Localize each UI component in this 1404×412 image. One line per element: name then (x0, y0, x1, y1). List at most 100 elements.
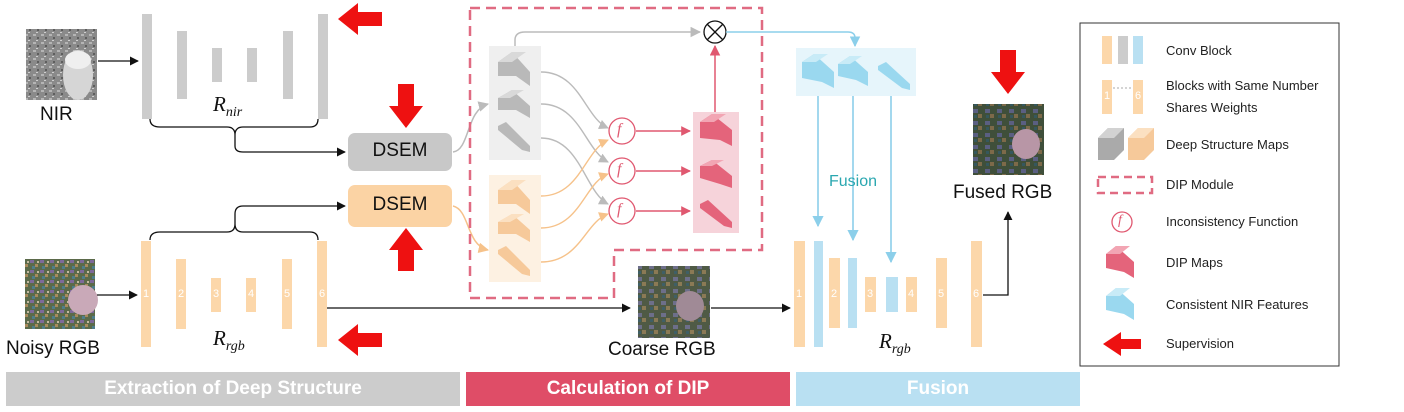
nir-block-4 (247, 48, 257, 82)
fused-rgb-label: Fused RGB (953, 182, 1053, 203)
fusion-block-2 (829, 258, 840, 328)
nir-encoder (142, 14, 328, 119)
nir-to-dsem-arrow (234, 135, 346, 157)
legend-f-icon (1111, 211, 1133, 233)
rgb-block-4 (246, 278, 256, 312)
legend-shared-weights-2: Shares Weights (1166, 100, 1258, 115)
legend-dip-module: DIP Module (1166, 177, 1234, 192)
fusion-arrows (812, 96, 897, 264)
fusion-block-5 (936, 258, 947, 328)
legend-dip-maps-icon (1106, 246, 1134, 278)
legend-dip-maps: DIP Maps (1166, 255, 1223, 270)
fusion-nir-block-2 (848, 258, 857, 328)
orange-deep-maps (498, 180, 530, 276)
supervision-arrow-nir (338, 3, 382, 35)
multiply-to-nir-features-arrow (726, 31, 861, 48)
nir-brace (149, 118, 319, 136)
rgb-encoder (141, 241, 327, 347)
multiply-operator (703, 20, 727, 44)
dip-maps (700, 114, 732, 228)
f-symbol-3: f (617, 201, 622, 218)
legend-shared-weights-1: Blocks with Same Number (1166, 78, 1319, 93)
rgb-brace (149, 223, 319, 241)
fusion-block-num-5: 5 (938, 288, 945, 300)
dsem-bottom-box (348, 185, 452, 227)
legend-nir-features-icon (1106, 288, 1134, 320)
legend-f-symbol: f (1118, 213, 1122, 228)
rgb-block-6 (317, 241, 327, 347)
noisy-rgb-image (25, 259, 98, 329)
nir-block-6 (318, 14, 328, 119)
legend-shared-num-1: 1 (1104, 90, 1111, 102)
legend-conv-block-icon (1102, 36, 1143, 64)
noisy-rgb-label: Noisy RGB (6, 338, 100, 359)
legend-shared-num-6: 6 (1135, 90, 1142, 102)
stage-banner-fusion: Fusion (796, 372, 1080, 406)
f-circle-3 (608, 197, 636, 225)
rgb-block-2 (176, 259, 186, 329)
rgb-encoder-label: Rrgb (213, 326, 245, 355)
dsem-bottom-label: DSEM (372, 194, 428, 215)
rgb-block-num-1: 1 (143, 288, 150, 300)
stage-banner-dip: Calculation of DIP (466, 372, 790, 406)
fusion-block-1 (794, 241, 805, 347)
fusion-block-num-2: 2 (831, 288, 838, 300)
fusion-block-6 (971, 241, 982, 347)
rgb-block-num-3: 3 (213, 288, 220, 300)
fusion-block-num-1: 1 (796, 288, 803, 300)
rgb-block-num-5: 5 (284, 288, 291, 300)
legend-supervision-icon (1103, 332, 1141, 356)
legend-conv-block: Conv Block (1166, 43, 1232, 58)
fused-rgb-image (973, 104, 1044, 175)
fusion-label: Fusion (829, 173, 878, 190)
fusion-decoder-label: Rrgb (879, 329, 911, 358)
rgb-block-5 (282, 259, 292, 329)
dsem-top-out-arrow (452, 101, 490, 153)
dsem-top-box (348, 133, 452, 171)
rgb-to-dsem-arrow (234, 201, 346, 224)
f-symbol-2: f (617, 161, 622, 178)
gray-to-multiply-arrow (514, 26, 702, 46)
fusion-output-arrow (983, 211, 1013, 296)
supervision-arrows (338, 3, 1025, 356)
f-to-dip-arrows (636, 126, 691, 216)
nir-label: NIR (40, 104, 73, 125)
f-circle-1 (608, 117, 636, 145)
legend-deep-structure-icon (1098, 128, 1154, 160)
fusion-block-3 (865, 277, 876, 312)
rgb-block-num-6: 6 (319, 288, 326, 300)
stage-banner-extraction: Extraction of Deep Structure (6, 372, 460, 406)
legend-shared-weights-icon (1102, 80, 1143, 114)
fusion-block-num-3: 3 (867, 288, 874, 300)
dsem-top-label: DSEM (372, 140, 428, 161)
legend-inconsistency-function: Inconsistency Function (1166, 214, 1299, 229)
supervision-arrow-dsem-bottom (389, 228, 423, 271)
supervision-arrow-dsem-top (389, 84, 423, 128)
coarse-rgb-image (638, 266, 710, 338)
consistent-nir-features (802, 54, 910, 90)
f-symbol-1: f (617, 121, 622, 138)
supervision-arrow-fused (991, 50, 1025, 94)
nir-image (26, 29, 97, 100)
maps-to-f-arrows (540, 71, 609, 263)
rgb-block-3 (211, 278, 221, 312)
fusion-block-num-6: 6 (973, 288, 980, 300)
legend-consistent-nir-features: Consistent NIR Features (1166, 297, 1309, 312)
legend-dip-module-icon (1096, 175, 1154, 195)
nir-encoder-label: Rnir (213, 92, 243, 121)
gray-deep-maps (498, 52, 530, 152)
rgb-block-1 (141, 241, 151, 347)
supervision-arrow-rgb (338, 324, 382, 356)
fusion-block-num-4: 4 (908, 288, 915, 300)
fusion-decoder (794, 241, 982, 347)
dip-module-box (468, 6, 764, 300)
fusion-nir-block-1 (814, 241, 823, 347)
fusion-block-4 (906, 277, 917, 312)
dsem-bottom-out-arrow (452, 205, 490, 254)
legend-supervision: Supervision (1166, 336, 1234, 351)
rgb-block-num-2: 2 (178, 288, 185, 300)
legend-deep-structure-maps: Deep Structure Maps (1166, 137, 1289, 152)
nir-block-1 (142, 14, 152, 119)
nir-block-5 (283, 31, 293, 99)
